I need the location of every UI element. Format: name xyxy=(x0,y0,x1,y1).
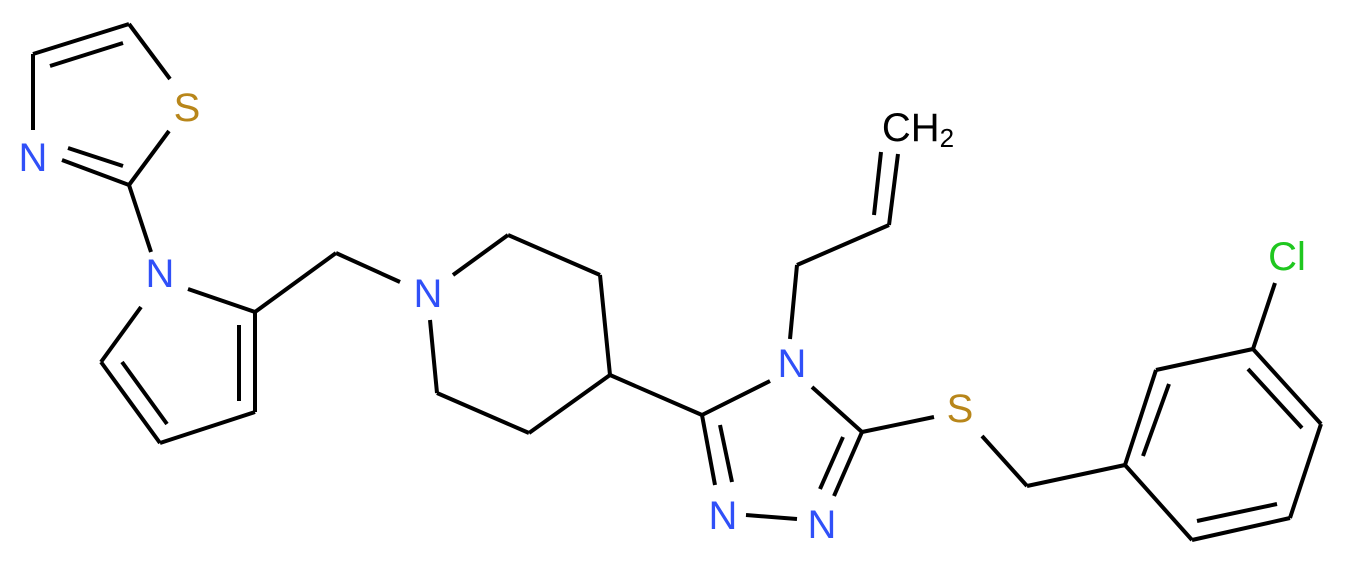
bond xyxy=(159,410,256,445)
bond xyxy=(832,431,864,497)
bond xyxy=(1251,282,1277,350)
atom-label-chlorine: Cl xyxy=(1268,235,1306,279)
bond xyxy=(887,153,900,226)
bond xyxy=(99,305,143,364)
atom-label-nitrogen: N xyxy=(808,503,837,547)
bond xyxy=(810,385,864,434)
bond-double-inner xyxy=(120,360,169,426)
bond xyxy=(796,223,890,267)
bond xyxy=(980,434,1029,488)
bond xyxy=(1191,516,1291,542)
bond xyxy=(1155,347,1254,372)
bond xyxy=(700,414,717,486)
bond xyxy=(253,251,338,314)
bond xyxy=(598,274,612,376)
bond xyxy=(127,129,171,187)
bond xyxy=(451,233,510,277)
atom-label-nitrogen: N xyxy=(778,342,807,386)
bond xyxy=(527,373,612,435)
bond xyxy=(187,287,256,314)
bonds xyxy=(31,22,1323,542)
bond xyxy=(1026,463,1126,488)
bond xyxy=(127,22,172,81)
bond xyxy=(507,233,601,277)
bond-double-inner xyxy=(1141,383,1171,457)
bond xyxy=(335,251,401,284)
bond xyxy=(61,158,130,187)
atom-label-nitrogen: N xyxy=(709,494,738,538)
bond xyxy=(1288,423,1323,519)
bond xyxy=(99,360,162,445)
bond-double-inner xyxy=(1246,367,1304,430)
bond xyxy=(127,184,153,253)
atom-label-sulfur: S xyxy=(174,86,201,130)
bond-double-inner xyxy=(49,41,124,68)
bond xyxy=(1251,347,1323,426)
bond-double-inner xyxy=(818,436,845,490)
bond-double-inner xyxy=(872,151,883,216)
bond-double-inner xyxy=(1196,502,1278,523)
atom-label-sulfur: S xyxy=(947,387,974,431)
atom-label-ch: CH xyxy=(882,106,940,150)
bond xyxy=(32,22,130,56)
atom-label-nitrogen: N xyxy=(19,136,48,180)
atom-label-nitrogen: N xyxy=(146,252,175,296)
bond-double-inner xyxy=(67,146,124,168)
bond xyxy=(1123,369,1158,466)
bond xyxy=(745,513,798,521)
bond xyxy=(436,391,530,435)
bond xyxy=(1123,463,1194,542)
atom-label-subscript: 2 xyxy=(940,123,954,153)
bond xyxy=(788,264,799,340)
bond xyxy=(861,415,935,434)
bond xyxy=(609,373,703,417)
atom-label-ch2: CH2 xyxy=(882,106,954,153)
bond-double-inner xyxy=(718,424,734,483)
atom-labels: S N N N N N N S Cl CH2 xyxy=(19,86,1306,547)
bond xyxy=(428,319,439,394)
bond xyxy=(701,379,771,417)
atom-label-nitrogen: N xyxy=(414,272,443,316)
